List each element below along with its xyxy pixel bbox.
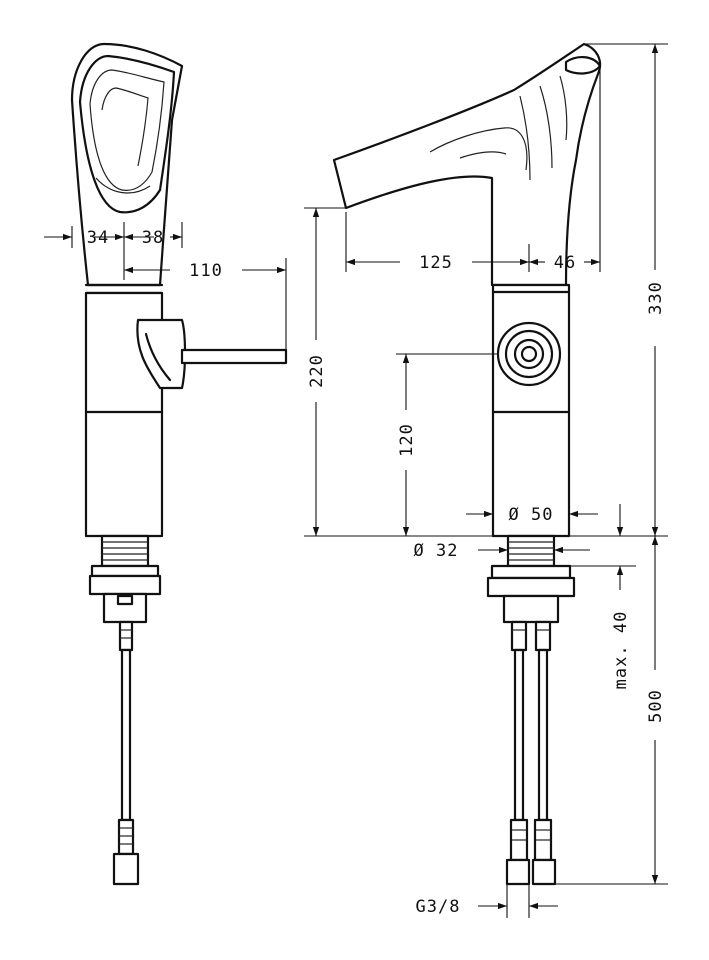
dim-body-diameter: Ø 50 [509,505,554,525]
dim-total-height: 330 [646,281,666,315]
dim-max-counter-thickness: max. 40 [611,611,631,690]
front-supply-hose [112,620,140,886]
dim-spout-tip-width: 46 [554,253,576,273]
side-supply-hoses [505,620,557,886]
dim-spout-left-width: 34 [87,228,109,248]
front-mounting-shank [88,534,162,624]
dim-shank-diameter: Ø 32 [414,541,459,561]
front-view [70,42,288,886]
dim-connection-thread: G3/8 [416,897,461,917]
front-faucet-body [84,291,288,538]
side-spout [332,42,602,287]
dim-lever-reach: 110 [189,261,223,281]
side-view [332,42,602,886]
side-mounting-shank [486,534,576,624]
dimension-labels: 34 38 110 125 46 330 220 120 Ø 50 Ø 32 m… [87,228,666,917]
front-spout-head [70,42,184,295]
dimension-lines [44,43,668,918]
side-faucet-body [491,283,571,538]
dim-spout-right-width: 38 [142,228,164,248]
dim-handle-height: 120 [397,423,417,457]
dim-spout-height: 220 [307,354,327,388]
dim-hose-length: 500 [646,689,666,723]
dim-spout-reach: 125 [419,253,453,273]
